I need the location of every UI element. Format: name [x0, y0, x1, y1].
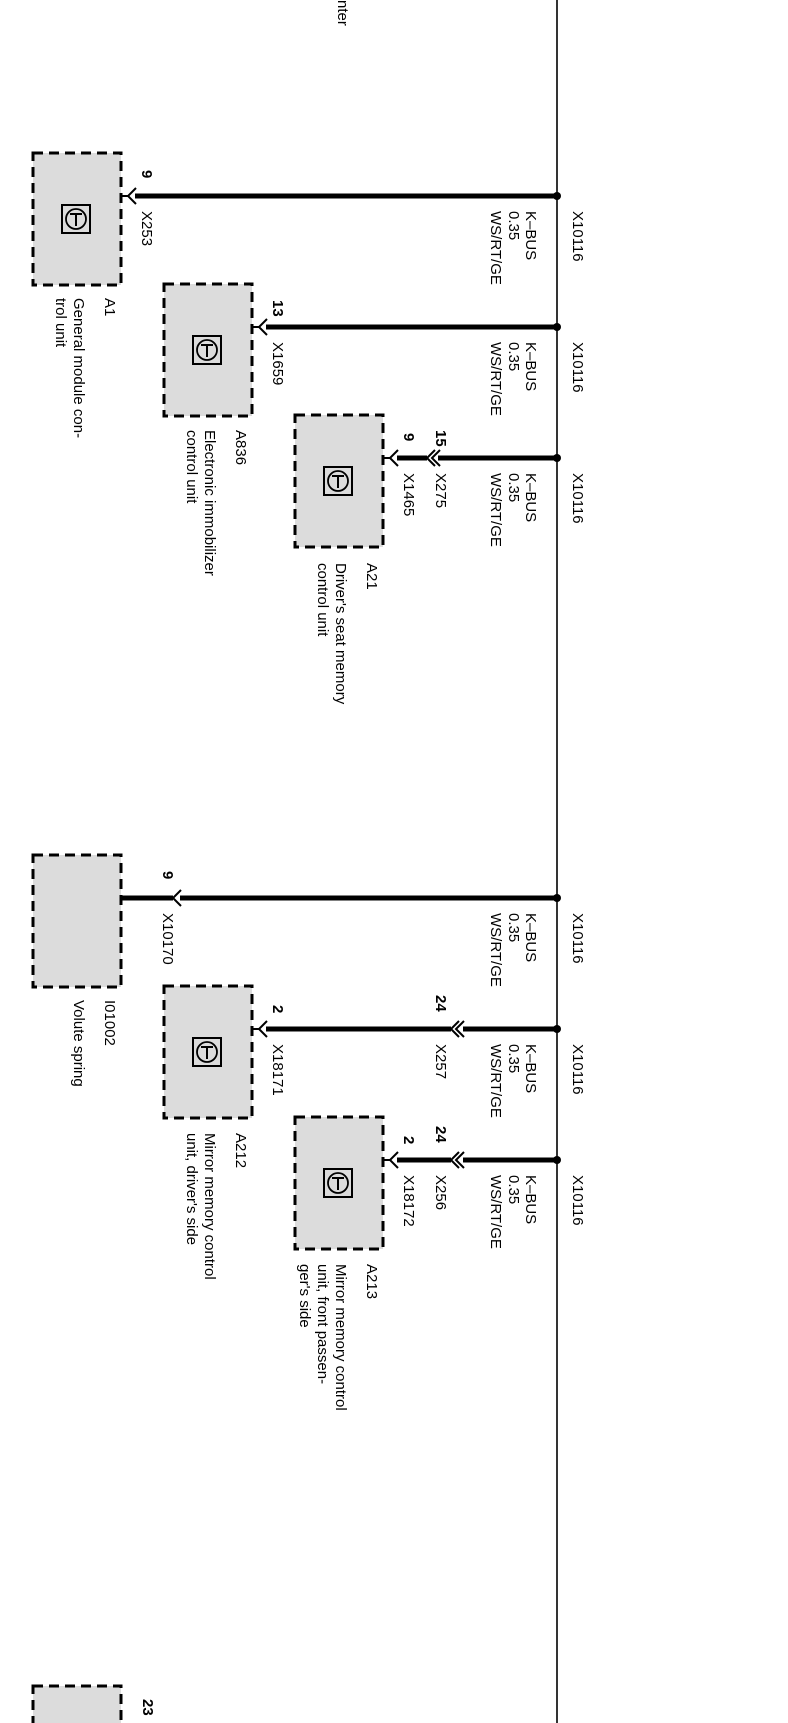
component-desc-line-1: Electronic immobilizer	[201, 430, 218, 576]
connector-label: X256	[432, 1175, 449, 1210]
component-box	[31, 1684, 123, 1723]
branch-a836: X10116 K–BUS 0.35 WS/RT/GE 13 X1659 A836…	[162, 282, 586, 576]
bus-color-label: WS/RT/GE	[487, 1175, 504, 1249]
component-id: A212	[232, 1133, 249, 1168]
bus-color-label: WS/RT/GE	[487, 473, 504, 547]
inline-plug-chevron	[454, 1151, 465, 1169]
component-id: I01002	[101, 1000, 118, 1046]
transistor-icon	[61, 204, 91, 234]
branch-a21: X10116 K–BUS 0.35 WS/RT/GE 15 X275 9 X14…	[293, 413, 586, 705]
bus-size-label: 0.35	[505, 473, 522, 502]
connector-label: X275	[432, 473, 449, 508]
bus-color-label: WS/RT/GE	[487, 913, 504, 987]
component-desc-line-1: General module con-	[70, 298, 87, 438]
bus-signal-label: K–BUS	[522, 342, 539, 391]
inline-plug-chevron	[430, 449, 441, 467]
branch-partial: 23	[31, 1684, 156, 1723]
component-box	[162, 282, 254, 418]
component-desc-line-1: Volute spring	[70, 1000, 87, 1087]
plug-chevron	[257, 318, 268, 336]
bus-connector-label: X10116	[569, 342, 586, 393]
bus-connector-label: X10116	[569, 473, 586, 524]
transistor-icon	[192, 335, 222, 365]
bus-size-label: 0.35	[505, 913, 522, 942]
connector-label: X18171	[269, 1044, 286, 1096]
bus-signal-label: K–BUS	[522, 1175, 539, 1224]
pin-number: 2	[269, 1005, 286, 1013]
bus-connector-label: X10116	[569, 1175, 586, 1226]
bus-size-label: 0.35	[505, 342, 522, 371]
component-desc-line-3: ger's side	[296, 1264, 313, 1328]
branch-a213: X10116 K–BUS 0.35 WS/RT/GE 24 X256 2 X18…	[293, 1115, 586, 1411]
component-desc-line-2: trol unit	[52, 298, 69, 348]
component-desc-line-2: unit, driver's side	[183, 1133, 200, 1245]
component-desc-line-1: Mirror memory control	[201, 1133, 218, 1280]
bus-signal-label: K–BUS	[522, 1044, 539, 1093]
bus-size-label: 0.35	[505, 211, 522, 240]
connector-label: X257	[432, 1044, 449, 1079]
bus-signal-label: K–BUS	[522, 211, 539, 260]
pin-number: 13	[269, 300, 286, 317]
pin-number: 24	[432, 1126, 449, 1143]
component-desc-line-1: Driver's seat memory	[332, 563, 349, 705]
branch-a212: X10116 K–BUS 0.35 WS/RT/GE 24 X257 2 X18…	[162, 984, 586, 1280]
branch-a1: X10116 K–BUS 0.35 WS/RT/GE 9 X253 A1 Gen…	[31, 151, 586, 438]
component-desc-line-1: Mirror memory control	[332, 1264, 349, 1411]
bus-color-label: WS/RT/GE	[487, 1044, 504, 1118]
plug-chevron	[126, 187, 137, 205]
bus-connector-label: X10116	[569, 913, 586, 964]
plug-chevron	[257, 1020, 268, 1038]
connector-label: X1465	[400, 473, 417, 516]
transistor-icon	[323, 1168, 353, 1198]
component-box	[31, 853, 123, 989]
header-fragment: nter	[334, 0, 351, 26]
bus-size-label: 0.35	[505, 1175, 522, 1204]
pin-number: 2	[400, 1136, 417, 1144]
pin-number: 23	[139, 1699, 156, 1716]
component-id: A1	[101, 298, 118, 316]
component-desc-line-2: control unit	[183, 430, 200, 504]
bus-signal-label: K–BUS	[522, 473, 539, 522]
bus-connector-label: X10116	[569, 1044, 586, 1095]
branch-i01002: X10116 K–BUS 0.35 WS/RT/GE 9 X10170 I010…	[31, 853, 586, 1087]
bus-color-label: WS/RT/GE	[487, 342, 504, 416]
inline-plug-chevron	[454, 1020, 465, 1038]
pin-number: 15	[432, 430, 449, 447]
pin-number: 9	[138, 170, 155, 178]
component-id: A213	[363, 1264, 380, 1299]
bus-color-label: WS/RT/GE	[487, 211, 504, 285]
pin-number: 9	[400, 433, 417, 441]
component-desc-line-2: unit, front passen-	[314, 1264, 331, 1384]
bus-connector-label: X10116	[569, 211, 586, 262]
pin-number: 9	[159, 871, 176, 879]
bus-signal-label: K–BUS	[522, 913, 539, 962]
component-id: A836	[232, 430, 249, 465]
component-desc-line-2: control unit	[314, 563, 331, 637]
pin-number: 24	[432, 995, 449, 1012]
plug-chevron	[171, 889, 182, 907]
connector-label: X253	[138, 211, 155, 246]
transistor-icon	[323, 466, 353, 496]
component-id: A21	[363, 563, 380, 590]
connector-label: X10170	[159, 913, 176, 965]
connector-label: X18172	[400, 1175, 417, 1227]
connector-label: X1659	[269, 342, 286, 385]
plug-chevron	[388, 1151, 399, 1169]
bus-size-label: 0.35	[505, 1044, 522, 1073]
plug-chevron	[388, 449, 399, 467]
transistor-icon	[192, 1037, 222, 1067]
